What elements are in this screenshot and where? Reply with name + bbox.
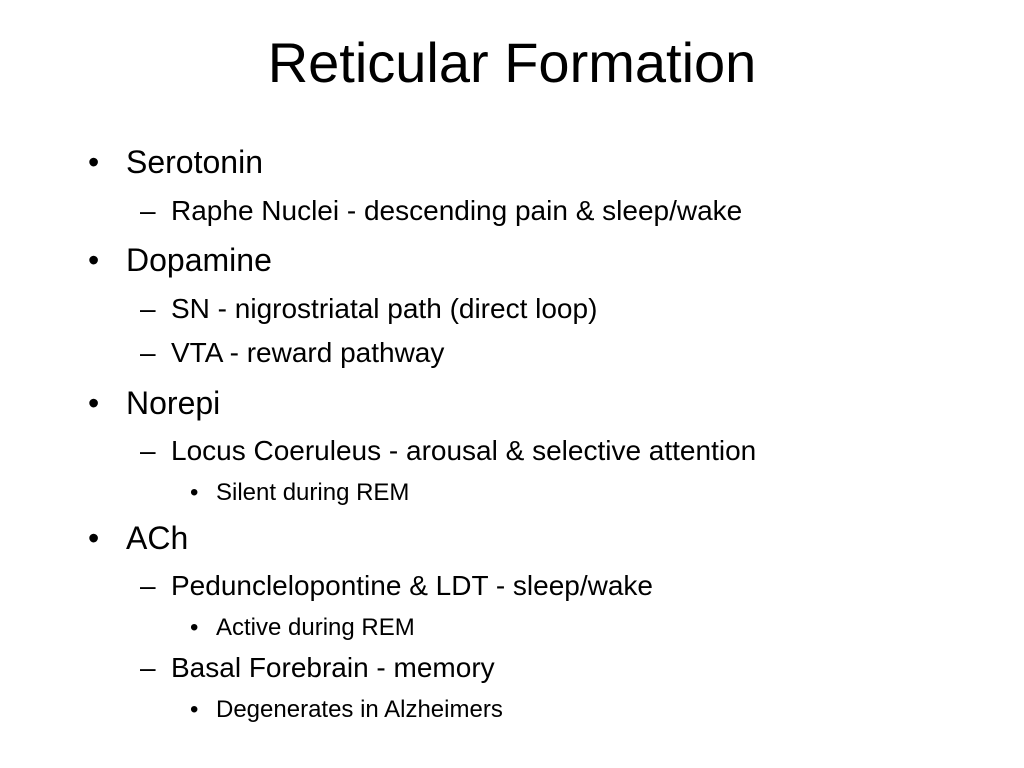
dash-marker: – [140,195,156,226]
subsub-bullet-label: Active during REM [216,614,415,641]
bullet-label: ACh [126,520,189,556]
sub-bullet-label: Pedunclelopontine & LDT - sleep/wake [171,570,654,601]
bullet-marker: • [88,144,100,180]
sub-bullet-label: SN - nigrostriatal path (direct loop) [171,293,598,324]
slide-title: Reticular Formation [267,31,757,94]
bullet-marker: • [88,385,100,421]
dash-marker: – [140,337,156,368]
dash-marker: – [140,293,156,324]
bullet-marker: • [88,520,100,556]
bullet-label: Dopamine [126,242,272,278]
bullet-marker: • [88,242,100,278]
bullet-label: Norepi [126,385,221,421]
sub-bullet-label: Locus Coeruleus - arousal & selective at… [171,435,757,466]
sub-bullet-label: Basal Forebrain - memory [171,652,495,683]
sub-bullet-label: VTA - reward pathway [171,337,445,368]
bullet-label: Serotonin [126,144,263,180]
subsub-bullet-label: Silent during REM [216,479,410,506]
bullet-marker: • [190,479,199,506]
bullet-marker: • [190,696,199,723]
subsub-bullet-label: Degenerates in Alzheimers [216,696,503,723]
bullet-marker: • [190,614,199,641]
sub-bullet-label: Raphe Nuclei - descending pain & sleep/w… [171,195,743,226]
dash-marker: – [140,652,156,683]
dash-marker: – [140,435,156,466]
dash-marker: – [140,570,156,601]
